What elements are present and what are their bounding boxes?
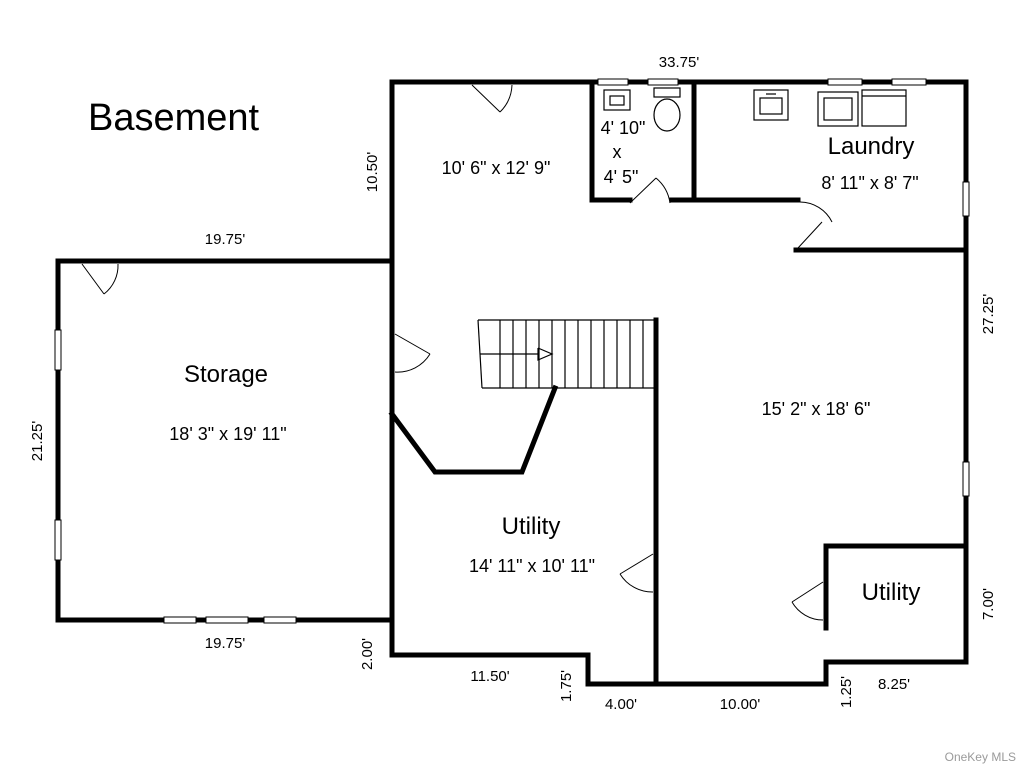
bath-size-line1: 4' 10" — [601, 118, 646, 138]
walls — [55, 79, 969, 687]
washer-icon — [817, 91, 859, 127]
bath-right-wall — [669, 79, 697, 203]
storage-room-name: Storage — [184, 361, 268, 388]
dim-2-00: 2.00' — [359, 638, 376, 670]
staircase — [477, 319, 656, 389]
window — [597, 78, 629, 86]
window — [263, 616, 297, 624]
dim-1-25: 1.25' — [838, 676, 855, 708]
utility-left-door — [619, 553, 654, 593]
window — [163, 616, 197, 624]
window — [647, 78, 679, 86]
top-room-size: 10' 6" x 12' 9" — [442, 158, 551, 178]
window — [962, 181, 970, 217]
window — [827, 78, 863, 86]
fixtures — [603, 87, 907, 132]
storage-door — [81, 263, 119, 295]
utility-closet-walls — [823, 543, 969, 631]
utility-upper-wall — [388, 384, 559, 475]
utility-left-name: Utility — [502, 513, 561, 540]
dim-10-00: 10.00' — [720, 696, 761, 713]
utility-right-name: Utility — [862, 579, 921, 606]
watermark: OneKey MLS — [945, 750, 1016, 764]
bath-door — [629, 177, 671, 204]
dim-upper-left: 10.50' — [364, 152, 381, 193]
bottom-wall — [389, 652, 969, 687]
storage-room-size: 18' 3" x 19' 11" — [169, 424, 286, 444]
window — [54, 519, 62, 561]
laundry-room-size: 8' 11" x 8' 7" — [821, 173, 918, 193]
main-room-size: 15' 2" x 18' 6" — [762, 399, 871, 419]
laundry-room-name: Laundry — [828, 133, 915, 160]
bath-size-line2: x — [613, 142, 622, 162]
window — [54, 329, 62, 371]
window — [962, 461, 970, 497]
storage-to-main-door — [394, 333, 431, 373]
dim-storage-top: 19.75' — [205, 231, 246, 248]
plan-title: Basement — [88, 97, 260, 139]
windows — [54, 78, 970, 624]
doors — [81, 84, 833, 621]
laundry-sink-icon — [753, 89, 789, 121]
dryer-icon — [861, 89, 907, 127]
dim-1-75: 1.75' — [558, 670, 575, 702]
top-room-door — [471, 84, 513, 113]
dim-storage-bottom: 19.75' — [205, 635, 246, 652]
dim-left: 21.25' — [29, 421, 46, 462]
bath-sink-icon — [603, 89, 631, 111]
window — [205, 616, 249, 624]
dim-11-50: 11.50' — [470, 668, 509, 685]
dim-right-lower: 7.00' — [980, 588, 997, 620]
utility-left-size: 14' 11" x 10' 11" — [469, 556, 595, 576]
toilet-icon — [653, 87, 681, 132]
bath-size-line3: 4' 5" — [604, 167, 639, 187]
dim-4-00: 4.00' — [605, 696, 637, 713]
laundry-door — [797, 201, 833, 249]
dim-top: 33.75' — [659, 54, 700, 71]
dim-right: 27.25' — [980, 294, 997, 335]
dim-8-25: 8.25' — [878, 676, 910, 693]
window — [891, 78, 927, 86]
utility-right-door — [791, 581, 824, 621]
